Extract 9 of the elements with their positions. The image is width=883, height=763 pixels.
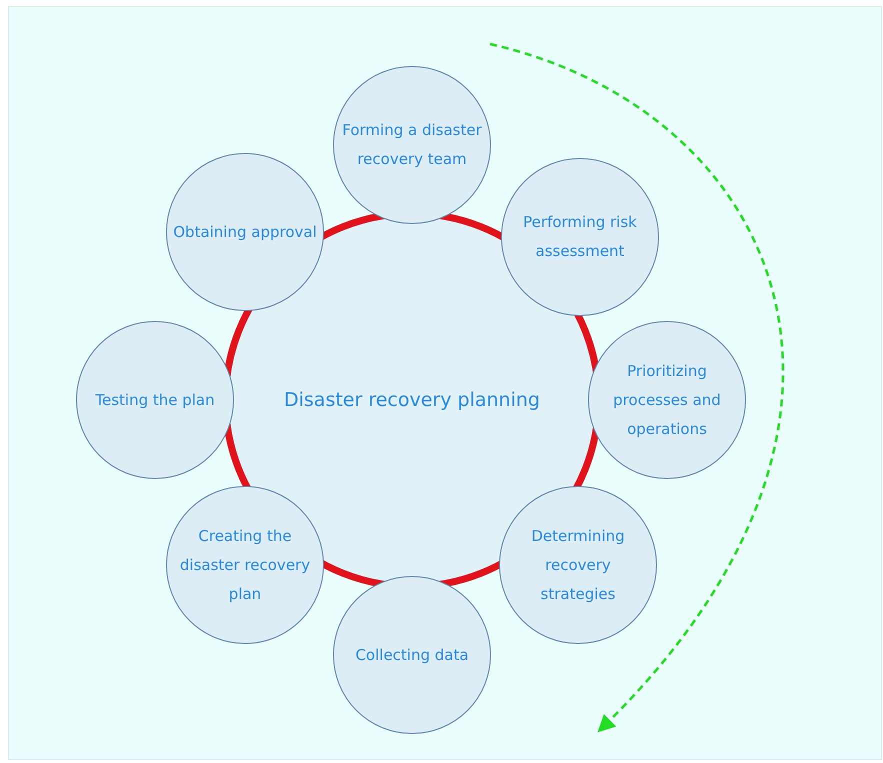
step-label: Collecting data (354, 644, 470, 666)
step-label: Determining recovery strategies (530, 526, 626, 604)
step-label: Testing the plan (94, 390, 216, 410)
center-title: Disaster recovery planning (283, 388, 541, 412)
step-label: Prioritizing processes and operations (612, 360, 722, 440)
step-label: Obtaining approval (172, 222, 318, 242)
step-label: Performing risk assessment (522, 212, 638, 262)
step-label: Forming a disaster recovery team (341, 120, 483, 170)
step-label: Creating the disaster recovery plan (178, 526, 312, 604)
